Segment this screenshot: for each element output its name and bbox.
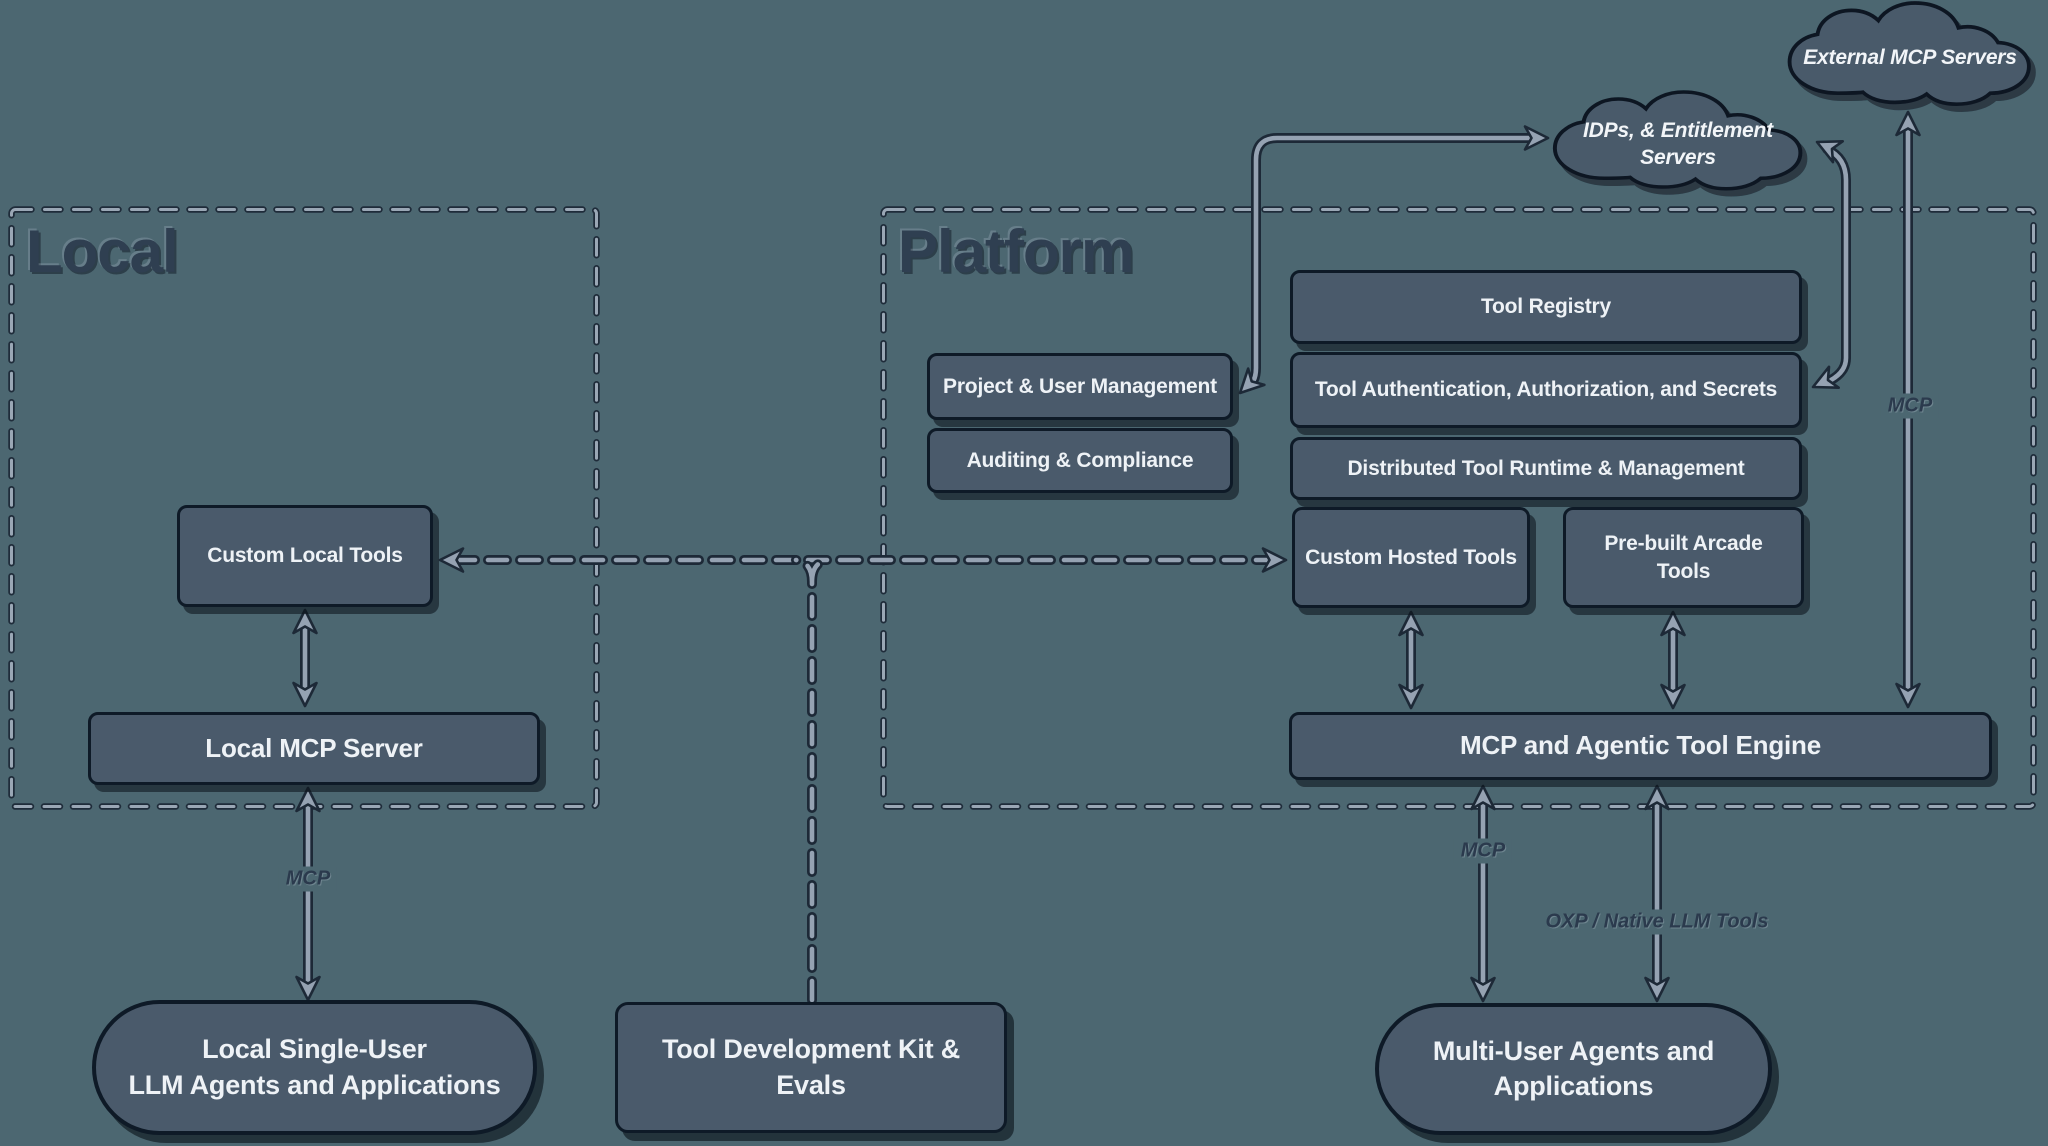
node-label: Local MCP Server	[205, 732, 423, 763]
edge-tool-auth-idps-cloud	[1820, 144, 1851, 388]
node-label: Project & User Management	[943, 374, 1217, 398]
node-label: Pre-built Arcade Tools	[1604, 532, 1763, 583]
edge-label-oxp-native-llm-tools: OXP / Native LLM Tools	[1538, 909, 1776, 935]
idps-label-line1: IDPs, & Entitlement	[1583, 119, 1773, 142]
edge-label-mcp-local: MCP	[278, 866, 338, 892]
node-label: Custom Local Tools	[207, 544, 403, 568]
node-tool-authentication: Tool Authentication, Authorization, and …	[1290, 352, 1802, 428]
node-distributed-tool-runtime: Distributed Tool Runtime & Management	[1290, 437, 1802, 500]
node-label-line2: Applications	[1493, 1071, 1654, 1101]
node-label-line1: Local Single-User	[202, 1034, 427, 1065]
node-label: Distributed Tool Runtime & Management	[1347, 456, 1745, 480]
node-label-line1: Multi-User Agents and	[1432, 1035, 1715, 1066]
node-local-mcp-server: Local MCP Server	[88, 712, 540, 785]
node-custom-local-tools: Custom Local Tools	[177, 505, 433, 607]
node-label: Local Single-User LLM Agents and Applica…	[128, 1032, 500, 1102]
node-tool-development-kit: Tool Development Kit & Evals	[615, 1002, 1007, 1133]
platform-section-title: Platform	[898, 218, 1134, 285]
node-label: Tool Registry	[1480, 295, 1612, 319]
node-project-user-management: Project & User Management	[927, 353, 1233, 420]
edge-label-mcp-external: MCP	[1880, 393, 1940, 419]
node-local-single-user-agents: Local Single-User LLM Agents and Applica…	[92, 1000, 537, 1135]
edge-project-mgmt-idps-cloud	[1244, 133, 1541, 391]
external-mcp-servers-label: External MCP Servers	[1803, 46, 2017, 69]
node-label-line2: LLM Agents and Applications	[128, 1069, 501, 1100]
node-label: Custom Hosted Tools	[1305, 545, 1517, 569]
local-section-title: Local	[26, 218, 179, 285]
edge-local-tools-to-hosted-tools-dashed	[451, 555, 1275, 1005]
idps-entitlement-label: IDPs, & Entitlement Servers	[1558, 117, 1798, 171]
node-multi-user-agents: Multi-User Agents and Applications	[1375, 1003, 1772, 1135]
node-label: Auditing & Compliance	[966, 448, 1194, 472]
idps-label-line2: Servers	[1640, 146, 1716, 169]
node-label: Tool Development Kit & Evals	[661, 1034, 961, 1100]
node-auditing-compliance: Auditing & Compliance	[927, 428, 1233, 493]
node-prebuilt-arcade-tools: Pre-built Arcade Tools	[1563, 507, 1804, 608]
node-mcp-agentic-tool-engine: MCP and Agentic Tool Engine	[1289, 712, 1992, 780]
node-custom-hosted-tools: Custom Hosted Tools	[1292, 507, 1530, 608]
node-tool-registry: Tool Registry	[1290, 270, 1802, 344]
node-label: MCP and Agentic Tool Engine	[1459, 730, 1821, 761]
node-label: Multi-User Agents and Applications	[1432, 1034, 1715, 1104]
node-label: Tool Authentication, Authorization, and …	[1314, 378, 1778, 402]
edge-label-mcp-engine: MCP	[1453, 838, 1513, 864]
